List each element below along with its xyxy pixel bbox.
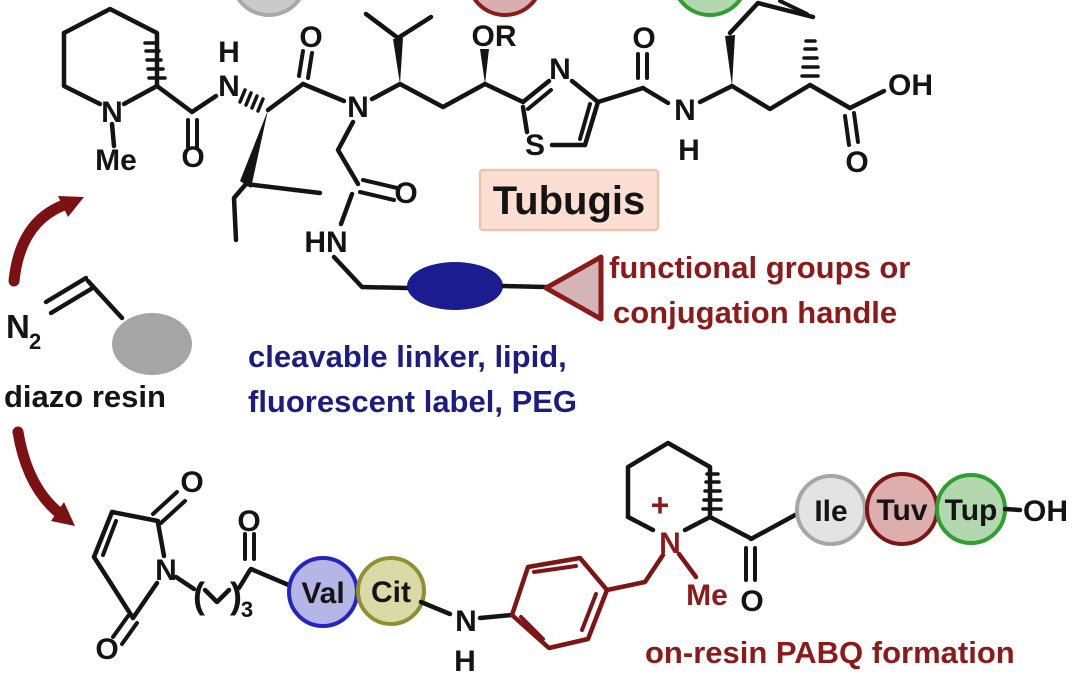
amide-1 <box>154 83 219 149</box>
benzyl-link <box>604 551 699 593</box>
atom-hn: HN <box>304 226 347 259</box>
atom-o: O <box>740 585 763 618</box>
thiazole-ring <box>520 78 601 148</box>
atom-n-quaternary: N <box>659 527 681 560</box>
atom-o: O <box>180 466 203 499</box>
linker-assembly <box>407 254 604 322</box>
down-arrow <box>12 426 75 526</box>
atom-oh: OH <box>1023 495 1068 528</box>
functional-groups-label-line2: conjugation handle <box>613 295 897 330</box>
resin-bead <box>112 313 192 375</box>
linker-label-line1: cleavable linker, lipid, <box>248 339 567 374</box>
atom-h: H <box>218 36 240 69</box>
tubugis-structure: N Me O H N O N <box>61 0 933 291</box>
stereo-hash <box>238 88 265 113</box>
atom-o: O <box>299 21 322 54</box>
atom-n2: N <box>6 308 30 345</box>
atom-n: N <box>218 70 240 103</box>
pabq-label: on-resin PABQ formation <box>645 635 1015 670</box>
residue-label-cit: Cit <box>371 576 411 609</box>
atom-s: S <box>525 129 545 162</box>
ile-fragment <box>231 49 347 243</box>
linker-label-line2: fluorescent label, PEG <box>248 384 577 419</box>
top-partial-circles <box>236 0 743 17</box>
alkyl-chain <box>173 532 294 605</box>
badge-box <box>478 168 660 232</box>
atom-n: N <box>347 91 369 124</box>
residue-circle-ile <box>795 474 867 546</box>
piperidinium-ring <box>625 440 723 533</box>
amide-2 <box>595 52 735 106</box>
conjugation-triangle <box>543 254 604 322</box>
partial-circle-green <box>677 0 743 17</box>
acyl-link <box>707 511 800 582</box>
tubugis-badge: Tubugis <box>478 168 660 232</box>
diazo-resin-label: diazo resin <box>4 379 166 414</box>
val-chain <box>363 11 526 110</box>
residue-label-tup: Tup <box>945 494 998 527</box>
diazo-resin-structure <box>43 275 192 375</box>
atom-o: O <box>237 505 260 538</box>
atom-o: O <box>632 22 655 55</box>
stereo-hash <box>701 472 723 511</box>
maleimide-ring <box>91 490 187 646</box>
atom-h: H <box>454 645 476 675</box>
atom-n: N <box>101 96 123 129</box>
atom-o: O <box>845 146 868 179</box>
atom-or: OR <box>472 20 517 53</box>
atom-me: Me <box>686 579 728 612</box>
glycine-arm <box>331 119 410 291</box>
functional-groups-label-line1: functional groups or <box>609 250 910 285</box>
residue-circle-cit <box>356 556 426 626</box>
atom-n: N <box>155 554 177 587</box>
atom-h: H <box>678 134 700 167</box>
linker-ellipse <box>407 262 503 310</box>
tup-fragment <box>725 0 887 147</box>
atom-n: N <box>674 94 696 127</box>
up-arrow <box>8 196 84 287</box>
residue-label-tuv: Tuv <box>876 494 927 527</box>
atom-o: O <box>394 177 417 210</box>
atom-n2-subscript: 2 <box>29 329 41 354</box>
stereo-hash <box>143 41 167 80</box>
residue-label-val: Val <box>301 577 344 610</box>
aniline-ring <box>509 555 610 651</box>
atom-oh: OH <box>888 69 933 102</box>
residue-label-ile: Ile <box>814 495 847 528</box>
partial-circle-gray <box>236 0 302 17</box>
partial-circle-red <box>472 0 538 17</box>
atom-n: N <box>549 53 571 86</box>
plus-charge: + <box>651 487 670 523</box>
piperidine-ring <box>61 6 167 149</box>
atom-me: Me <box>95 144 137 177</box>
paren-close: ) <box>230 575 242 616</box>
badge-label: Tubugis <box>493 179 646 223</box>
stereo-hash <box>800 39 820 78</box>
conjugate-structure: O O N ( ) 3 O Val Cit N H <box>91 440 1068 675</box>
atom-n: N <box>455 605 477 638</box>
chain-subscript-3: 3 <box>241 597 253 622</box>
atom-o: O <box>181 141 204 174</box>
paren-open: ( <box>193 575 205 616</box>
atom-o: O <box>95 633 118 666</box>
